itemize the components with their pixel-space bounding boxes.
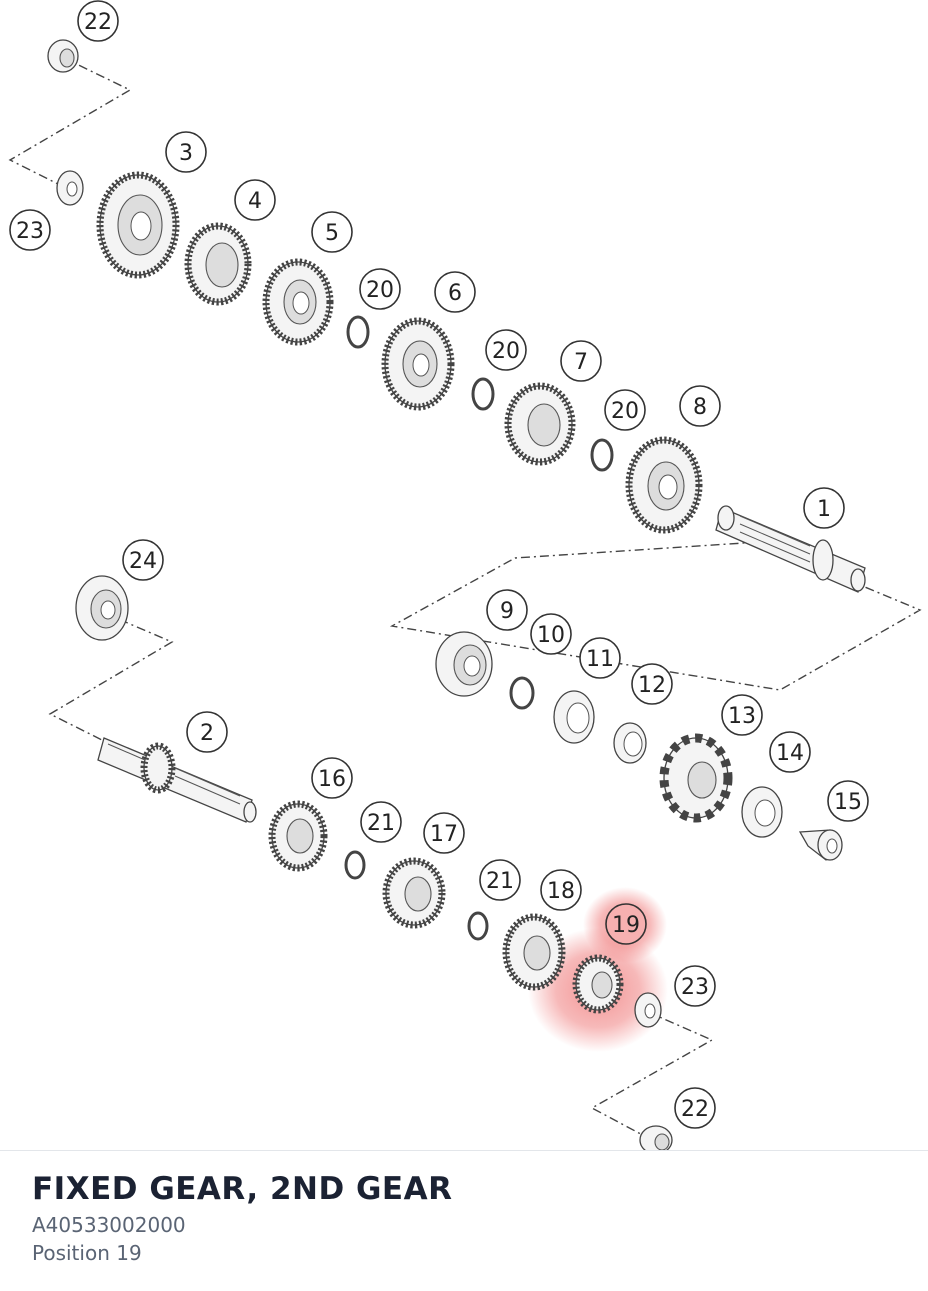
- svg-text:21: 21: [367, 811, 395, 836]
- svg-text:16: 16: [318, 767, 346, 792]
- callout-18[interactable]: 18: [540, 869, 582, 911]
- callout-17[interactable]: 17: [423, 812, 465, 854]
- callout-14[interactable]: 14: [769, 731, 811, 773]
- svg-text:7: 7: [574, 350, 588, 375]
- callout-16[interactable]: 16: [311, 757, 353, 799]
- svg-text:2: 2: [200, 721, 214, 746]
- callout-20-a[interactable]: 20: [359, 268, 401, 310]
- svg-text:10: 10: [537, 623, 565, 648]
- exploded-parts-diagram: 22 23 3 4 5 20 6 20 7 20 8 1 24 2 9 10 1…: [8, 0, 922, 1150]
- callout-15[interactable]: 15: [827, 780, 869, 822]
- part-info-panel: FIXED GEAR, 2ND GEAR A40533002000 Positi…: [0, 1150, 928, 1291]
- svg-text:23: 23: [681, 975, 709, 1000]
- part-position: Position 19: [32, 1241, 142, 1265]
- callout-5[interactable]: 5: [311, 211, 353, 253]
- callout-19-highlighted[interactable]: 19: [605, 903, 647, 945]
- part-21-circlip-b[interactable]: [467, 911, 489, 941]
- svg-text:6: 6: [448, 281, 462, 306]
- callout-24[interactable]: 24: [122, 539, 164, 581]
- part-9-bearing[interactable]: [435, 631, 493, 697]
- part-22-bushing-bottom[interactable]: [639, 1125, 673, 1150]
- part-number: A40533002000: [32, 1213, 186, 1237]
- callout-20-b[interactable]: 20: [485, 329, 527, 371]
- callout-21-b[interactable]: 21: [479, 859, 521, 901]
- part-21-circlip-a[interactable]: [344, 850, 366, 880]
- part-16-gear[interactable]: [268, 800, 328, 872]
- svg-text:23: 23: [16, 219, 44, 244]
- part-15-nut[interactable]: [798, 829, 843, 861]
- part-22-bushing-top[interactable]: [47, 39, 79, 73]
- svg-text:3: 3: [179, 141, 193, 166]
- callout-23-top[interactable]: 23: [9, 209, 51, 251]
- svg-text:9: 9: [500, 599, 514, 624]
- svg-text:15: 15: [834, 790, 862, 815]
- part-18-gear[interactable]: [502, 913, 566, 991]
- part-24-bearing[interactable]: [75, 575, 129, 641]
- svg-text:1: 1: [817, 497, 831, 522]
- svg-text:20: 20: [611, 399, 639, 424]
- callout-1[interactable]: 1: [803, 487, 845, 529]
- part-10-ring[interactable]: [509, 676, 535, 710]
- callout-11[interactable]: 11: [579, 637, 621, 679]
- part-11-seal[interactable]: [553, 690, 595, 744]
- part-20-circlip-b[interactable]: [471, 377, 495, 411]
- callout-2[interactable]: 2: [186, 711, 228, 753]
- callout-22-top[interactable]: 22: [77, 0, 119, 42]
- part-12-spacer[interactable]: [613, 722, 647, 764]
- callout-6[interactable]: 6: [434, 271, 476, 313]
- part-6-gear[interactable]: [381, 317, 455, 411]
- part-14-washer[interactable]: [741, 786, 783, 838]
- callout-7[interactable]: 7: [560, 340, 602, 382]
- part-title: FIXED GEAR, 2ND GEAR: [32, 1171, 453, 1207]
- svg-text:14: 14: [776, 741, 804, 766]
- part-4-gear-dog[interactable]: [184, 222, 252, 306]
- part-23-washer-top[interactable]: [56, 170, 84, 206]
- part-19-fixed-gear-2nd-gear[interactable]: [572, 954, 624, 1014]
- svg-text:18: 18: [547, 879, 575, 904]
- svg-text:22: 22: [681, 1097, 709, 1122]
- callout-22-bottom[interactable]: 22: [674, 1087, 716, 1129]
- svg-text:17: 17: [430, 822, 458, 847]
- assembly-lines: [8, 56, 922, 1141]
- part-17-gear[interactable]: [382, 857, 446, 929]
- part-23-washer-bottom[interactable]: [634, 992, 662, 1028]
- callout-20-c[interactable]: 20: [604, 389, 646, 431]
- svg-text:20: 20: [366, 278, 394, 303]
- part-3-gear[interactable]: [96, 171, 180, 279]
- callout-13[interactable]: 13: [721, 694, 763, 736]
- part-7-gear[interactable]: [504, 382, 576, 466]
- svg-text:19: 19: [612, 913, 640, 938]
- svg-text:12: 12: [638, 673, 666, 698]
- svg-text:5: 5: [325, 221, 339, 246]
- part-20-circlip-c[interactable]: [590, 438, 614, 472]
- callout-12[interactable]: 12: [631, 663, 673, 705]
- part-5-gear[interactable]: [262, 258, 334, 346]
- callout-8[interactable]: 8: [679, 385, 721, 427]
- callout-21-a[interactable]: 21: [360, 801, 402, 843]
- svg-text:4: 4: [248, 189, 262, 214]
- callout-10[interactable]: 10: [530, 613, 572, 655]
- svg-text:21: 21: [486, 869, 514, 894]
- callout-9[interactable]: 9: [486, 589, 528, 631]
- callout-4[interactable]: 4: [234, 179, 276, 221]
- svg-text:8: 8: [693, 395, 707, 420]
- part-20-circlip-a[interactable]: [346, 315, 370, 349]
- part-1-main-shaft[interactable]: [715, 505, 866, 593]
- part-13-sprocket[interactable]: [659, 733, 733, 823]
- callout-23-bottom[interactable]: 23: [674, 965, 716, 1007]
- part-2-countershaft[interactable]: [97, 737, 257, 823]
- part-8-gear[interactable]: [625, 436, 703, 534]
- svg-text:24: 24: [129, 549, 157, 574]
- svg-text:11: 11: [586, 647, 614, 672]
- svg-text:13: 13: [728, 704, 756, 729]
- svg-text:22: 22: [84, 10, 112, 35]
- callout-3[interactable]: 3: [165, 131, 207, 173]
- svg-text:20: 20: [492, 339, 520, 364]
